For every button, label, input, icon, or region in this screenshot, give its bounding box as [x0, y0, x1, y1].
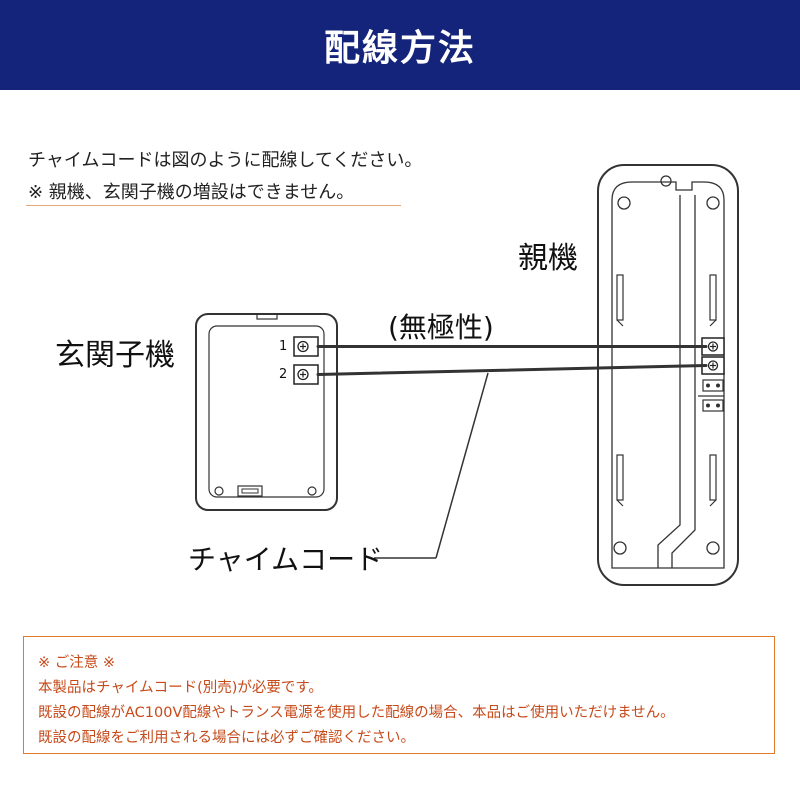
door-terminal-1 — [293, 336, 319, 357]
intro-warning: ※ 親機、玄関子機の増設はできません。 — [28, 182, 355, 203]
door-unit — [195, 313, 338, 511]
parent-terminal-2 — [701, 356, 725, 375]
parent-unit — [597, 164, 739, 586]
header-bar: 配線方法 — [0, 0, 800, 90]
intro-instruction: チャイムコードは図のように配線してください。 — [28, 150, 423, 171]
chime-cord-wires — [316, 345, 708, 376]
door-terminal-2-number: 2 — [279, 367, 288, 382]
notice-line-3: 既設の配線をご利用される場合には必ずご確認ください。 — [38, 730, 415, 746]
notice-title: ※ ご注意 ※ — [38, 655, 116, 671]
notice-box: ※ ご注意 ※ 本製品はチャイムコード(別売)が必要です。 既設の配線がAC10… — [23, 636, 775, 754]
door-terminal-2 — [293, 364, 319, 385]
polarity-label: (無極性) — [388, 311, 494, 344]
door-unit-label: 玄関子機 — [55, 338, 175, 373]
notice-line-2: 既設の配線がAC100V配線やトランス電源を使用した配線の場合、本品はご使用いた… — [38, 705, 675, 721]
door-terminal-1-number: 1 — [279, 339, 288, 354]
notice-line-1: 本製品はチャイムコード(別売)が必要です。 — [38, 680, 323, 696]
intro-underline — [26, 205, 401, 206]
chime-cord-label: チャイムコード — [188, 543, 384, 576]
page-title: 配線方法 — [323, 28, 476, 69]
parent-unit-label: 親機 — [518, 241, 578, 276]
cord-leader-line — [374, 372, 489, 559]
